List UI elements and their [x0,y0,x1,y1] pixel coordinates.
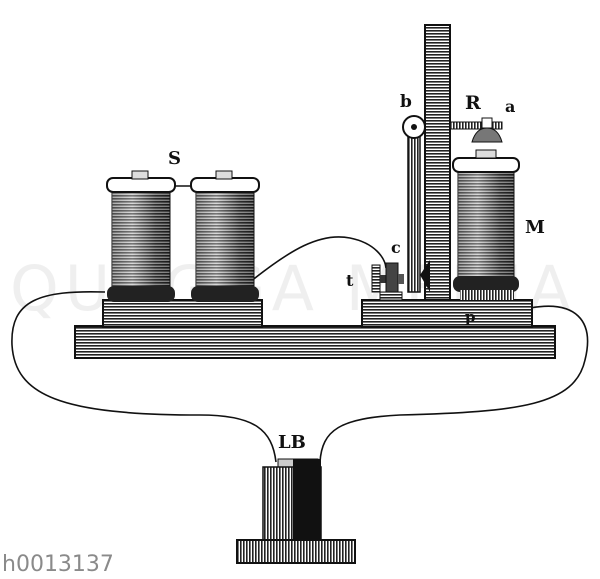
terminal-t [371,262,404,301]
arm-r [449,117,503,143]
coil-s-right [190,170,260,302]
label-b: b [400,92,412,112]
label-t: t [346,271,354,290]
coil-m [452,149,520,300]
label-m: M [525,217,545,238]
left-sub-base [102,299,263,328]
label-s: S [168,148,181,169]
lever-b [402,115,430,293]
base-board [74,325,556,359]
wire-left [11,290,277,463]
label-c: c [391,238,401,257]
wire-right [319,305,589,463]
image-id: h0013137 [2,552,114,577]
wire-coil-to-terminal [249,236,387,283]
battery-lb [236,458,356,564]
label-lb: LB [278,432,306,453]
label-a: a [505,97,515,116]
label-p: p [465,308,476,326]
coil-s-left [106,170,176,302]
upright-column [424,24,451,301]
label-r: R [465,92,481,114]
right-sub-base [361,299,533,328]
